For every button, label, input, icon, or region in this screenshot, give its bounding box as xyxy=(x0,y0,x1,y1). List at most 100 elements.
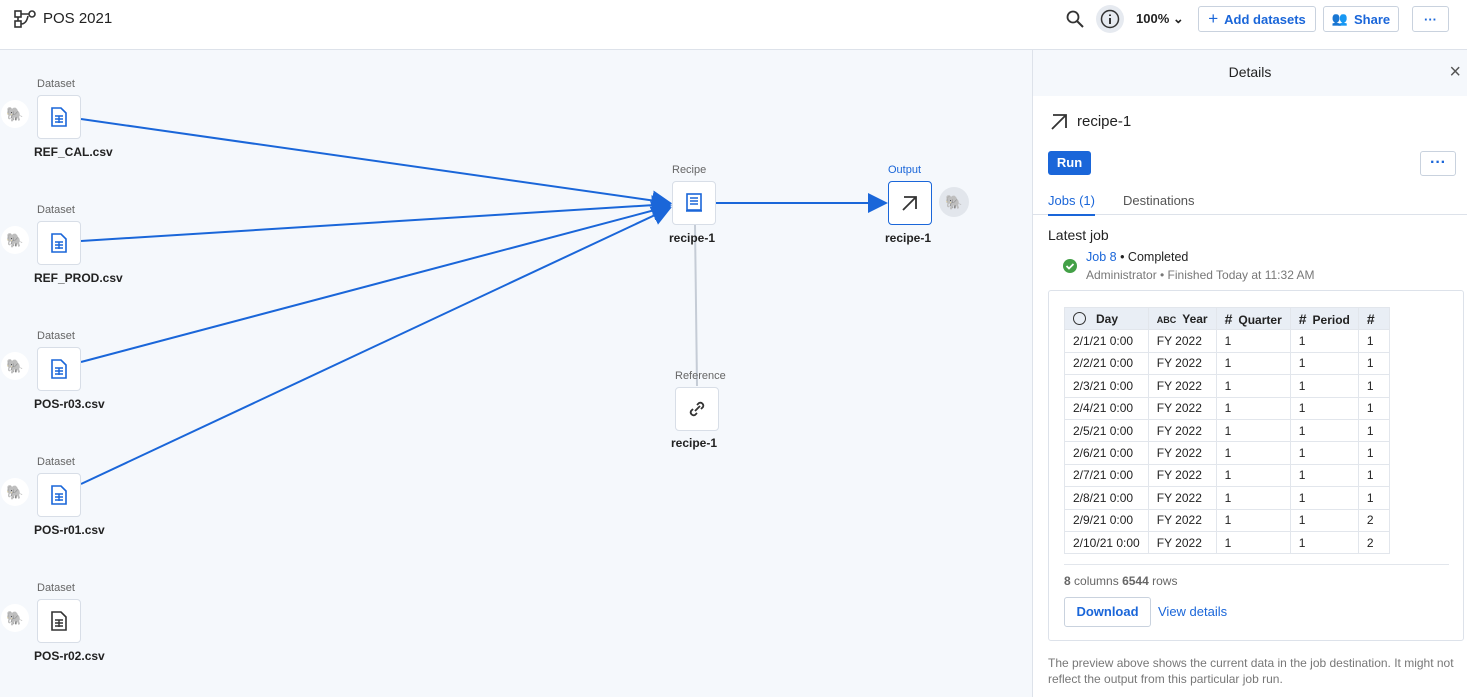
dataset-node[interactable] xyxy=(37,473,81,517)
info-icon xyxy=(1100,9,1120,29)
hadoop-icon: 🐘 xyxy=(1,604,29,632)
column-header[interactable]: Day xyxy=(1064,307,1149,331)
table-cell: 2/2/21 0:00 xyxy=(1064,351,1149,376)
details-panel: Details × recipe-1 Run ··· Jobs (1) Desti… xyxy=(1032,50,1467,697)
dataset-name: POS-r03.csv xyxy=(34,397,105,411)
share-button[interactable]: 👥Share xyxy=(1323,6,1399,32)
table-cell: FY 2022 xyxy=(1147,530,1217,555)
table-cell: FY 2022 xyxy=(1147,486,1217,510)
col-count: 8 xyxy=(1064,574,1071,588)
number-type-icon: # xyxy=(1224,310,1233,327)
table-cell: 1 xyxy=(1215,351,1291,376)
more-button[interactable]: ··· xyxy=(1412,6,1449,32)
column-name: Period xyxy=(1312,312,1350,327)
table-cell: FY 2022 xyxy=(1147,374,1217,398)
dataset-type: Dataset xyxy=(37,78,75,90)
details-header: Details × xyxy=(1033,50,1467,96)
file-icon xyxy=(51,611,67,631)
table-cell: 2/6/21 0:00 xyxy=(1064,441,1149,465)
hadoop-icon: 🐘 xyxy=(1,226,29,254)
add-datasets-button[interactable]: + Add datasets xyxy=(1198,6,1316,32)
column-header[interactable]: # Period xyxy=(1289,307,1359,331)
dataset-node[interactable] xyxy=(37,599,81,643)
plus-icon: + xyxy=(1208,9,1219,28)
file-icon xyxy=(51,233,67,253)
info-button[interactable] xyxy=(1096,5,1124,33)
details-more-button[interactable]: ··· xyxy=(1420,151,1456,176)
job-line: Job 8 • Completed xyxy=(1086,250,1189,264)
details-name: recipe-1 xyxy=(1077,113,1132,130)
hadoop-icon: 🐘 xyxy=(939,187,969,217)
file-icon xyxy=(51,107,67,127)
flow-edges xyxy=(80,118,888,485)
table-cell: 1 xyxy=(1215,329,1291,353)
table-cell: 1 xyxy=(1289,463,1359,488)
table-cell: 2/10/21 0:00 xyxy=(1064,530,1149,555)
success-icon xyxy=(1063,259,1077,273)
view-details-link[interactable]: View details xyxy=(1158,604,1228,619)
download-button[interactable]: Download xyxy=(1064,597,1151,627)
column-header[interactable]: # xyxy=(1357,307,1390,331)
table-cell: 1 xyxy=(1357,329,1390,353)
run-button[interactable]: Run xyxy=(1048,151,1091,175)
table-cell: 2/7/21 0:00 xyxy=(1064,463,1149,488)
hadoop-icon: 🐘 xyxy=(1,352,29,380)
job-meta: Administrator • Finished Today at 11:32 … xyxy=(1086,268,1315,282)
zoom-select[interactable]: 100% ⌄ xyxy=(1136,11,1184,26)
table-cell: 2 xyxy=(1357,508,1390,532)
table-cell: 1 xyxy=(1289,418,1359,443)
dataset-name: POS-r02.csv xyxy=(34,649,105,663)
recipe-name: recipe-1 xyxy=(669,231,716,245)
row-count: 6544 xyxy=(1122,574,1149,588)
table-cell: 1 xyxy=(1289,351,1359,376)
search-icon[interactable] xyxy=(1066,10,1084,28)
dataset-type: Dataset xyxy=(37,456,75,468)
job-link[interactable]: Job 8 xyxy=(1086,250,1117,264)
close-icon[interactable]: × xyxy=(1449,61,1461,83)
dataset-node[interactable] xyxy=(37,347,81,391)
output-node[interactable] xyxy=(888,181,932,225)
table-cell: FY 2022 xyxy=(1147,441,1217,465)
job-status: Completed xyxy=(1127,250,1189,264)
add-datasets-label: Add datasets xyxy=(1224,11,1306,27)
recipe-node[interactable] xyxy=(672,181,716,225)
table-cell: FY 2022 xyxy=(1147,329,1217,353)
reference-name: recipe-1 xyxy=(671,436,718,450)
tabs: Jobs (1) Destinations xyxy=(1033,190,1467,216)
flow-canvas[interactable]: 🐘 Dataset REF_CAL.csv 🐘 Dataset REF_PROD… xyxy=(0,50,1032,697)
tab-destinations[interactable]: Destinations xyxy=(1123,193,1195,208)
output-type: Output xyxy=(888,164,922,176)
table-cell: 1 xyxy=(1289,441,1359,465)
zoom-value: 100% xyxy=(1136,11,1170,26)
table-cell: 2/8/21 0:00 xyxy=(1064,486,1149,510)
table-cell: 1 xyxy=(1215,396,1291,420)
edge xyxy=(80,200,672,363)
edge xyxy=(80,206,672,485)
file-icon xyxy=(51,485,67,505)
table-cell: 1 xyxy=(1289,508,1359,532)
hadoop-icon: 🐘 xyxy=(1,100,29,128)
share-label: Share xyxy=(1354,11,1391,27)
table-cell: 1 xyxy=(1289,530,1359,555)
col-label: columns xyxy=(1074,574,1119,588)
reference-edge xyxy=(694,224,698,387)
tab-jobs[interactable]: Jobs (1) xyxy=(1048,193,1095,216)
recipe-icon xyxy=(686,193,702,212)
table-cell: 1 xyxy=(1215,530,1291,555)
reference-node[interactable] xyxy=(675,387,719,431)
column-header[interactable]: #Quarter xyxy=(1215,307,1291,331)
dataset-node[interactable] xyxy=(37,95,81,139)
details-title: Details xyxy=(1228,64,1272,80)
dataset-node[interactable] xyxy=(37,221,81,265)
edge xyxy=(80,195,672,242)
number-type-icon: # xyxy=(1298,310,1307,327)
